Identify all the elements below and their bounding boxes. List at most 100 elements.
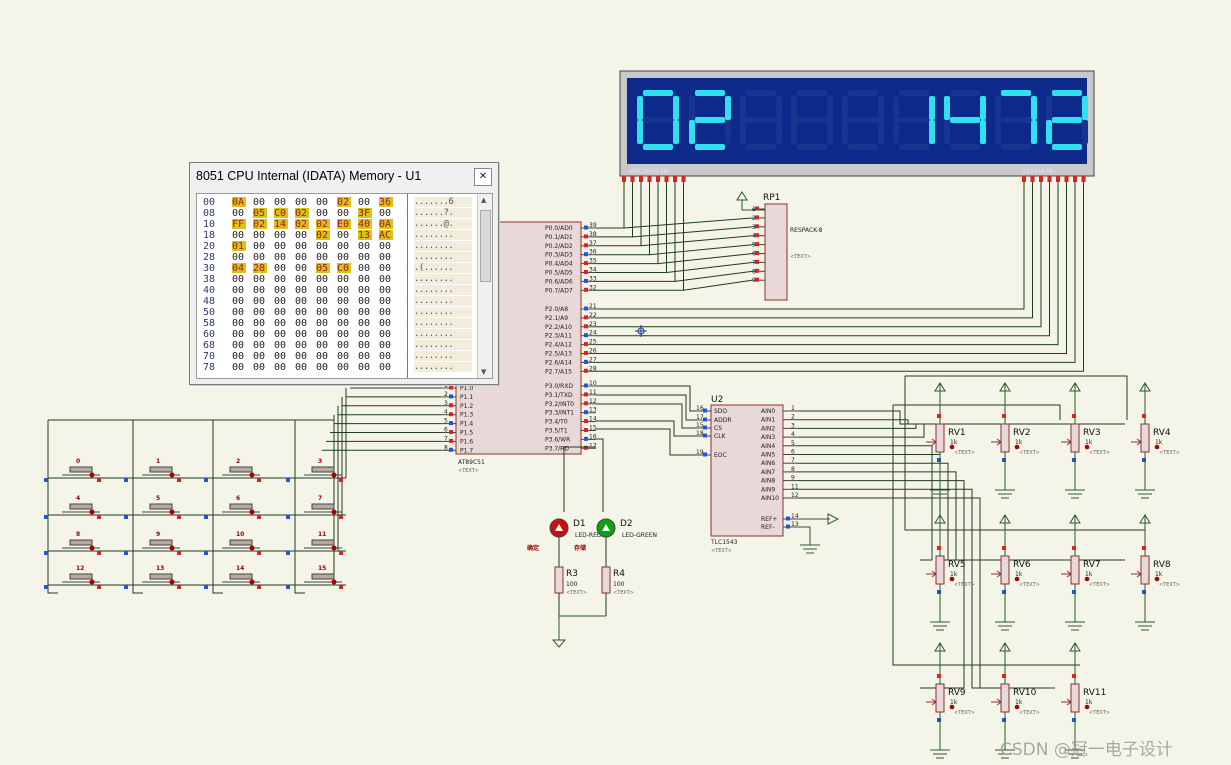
memory-byte[interactable]: 00 [337,230,350,241]
memory-byte[interactable]: 00 [295,252,308,263]
memory-byte[interactable]: 00 [274,285,287,296]
memory-byte[interactable]: 00 [274,230,287,241]
memory-byte[interactable]: 00 [295,197,308,208]
memory-byte[interactable]: 0A [379,219,393,230]
memory-byte[interactable]: 00 [295,307,308,318]
memory-byte[interactable]: 00 [253,296,266,307]
memory-byte[interactable]: 02 [295,208,309,219]
memory-byte[interactable]: C0 [337,263,351,274]
memory-byte[interactable]: 00 [358,197,371,208]
memory-byte[interactable]: 00 [232,307,245,318]
memory-byte[interactable]: AC [379,230,393,241]
memory-byte[interactable]: 02 [295,219,309,230]
memory-byte[interactable]: 00 [232,285,245,296]
scroll-thumb[interactable] [480,210,491,282]
memory-byte[interactable]: 28 [253,263,267,274]
memory-byte[interactable]: 00 [295,351,308,362]
keypad-button[interactable]: 1 [124,458,181,482]
memory-byte[interactable]: 02 [337,197,351,208]
memory-byte[interactable]: 00 [253,274,266,285]
memory-byte[interactable]: 00 [379,296,392,307]
memory-byte[interactable]: FF [232,219,246,230]
close-button[interactable]: ✕ [474,168,492,186]
memory-byte[interactable]: 00 [253,307,266,318]
memory-byte[interactable]: 00 [295,318,308,329]
keypad-button[interactable]: 4 [44,495,101,519]
memory-byte[interactable]: 00 [379,329,392,340]
memory-byte[interactable]: 00 [379,263,392,274]
memory-byte[interactable]: 00 [379,208,392,219]
scroll-down-icon[interactable]: ▼ [481,368,487,376]
memory-byte[interactable]: 00 [232,208,245,219]
keypad-button[interactable]: 9 [124,531,181,555]
memory-byte[interactable]: 00 [232,230,245,241]
memory-byte[interactable]: 00 [379,351,392,362]
memory-byte[interactable]: 00 [253,285,266,296]
memory-byte[interactable]: 00 [337,362,350,373]
memory-byte[interactable]: 02 [316,230,330,241]
memory-byte[interactable]: 00 [316,274,329,285]
memory-byte[interactable]: 00 [379,340,392,351]
keypad-button[interactable]: 8 [44,531,101,555]
memory-byte[interactable]: 00 [295,241,308,252]
memory-byte[interactable]: 00 [316,329,329,340]
memory-byte[interactable]: 00 [232,351,245,362]
memory-byte[interactable]: 00 [295,296,308,307]
memory-byte[interactable]: 00 [295,329,308,340]
memory-byte[interactable]: 00 [253,318,266,329]
memory-byte[interactable]: 00 [253,340,266,351]
memory-byte[interactable]: 00 [253,197,266,208]
memory-byte[interactable]: 00 [253,230,266,241]
memory-byte[interactable]: 00 [379,307,392,318]
memory-byte[interactable]: 00 [337,274,350,285]
memory-byte[interactable]: 00 [295,340,308,351]
memory-window[interactable]: 8051 CPU Internal (IDATA) Memory - U1 ✕ … [189,162,499,385]
memory-byte[interactable]: 00 [358,340,371,351]
memory-byte[interactable]: 00 [232,362,245,373]
memory-byte[interactable]: 00 [358,351,371,362]
keypad-button[interactable]: 11 [286,531,343,555]
memory-byte[interactable]: 00 [379,362,392,373]
memory-byte[interactable]: 00 [337,241,350,252]
keypad-button[interactable]: 6 [204,495,261,519]
memory-byte[interactable]: 00 [232,252,245,263]
memory-byte[interactable]: 00 [274,241,287,252]
memory-byte[interactable]: 00 [337,329,350,340]
keypad-button[interactable]: 12 [44,565,101,589]
memory-byte[interactable]: 00 [295,285,308,296]
memory-byte[interactable]: 00 [316,362,329,373]
memory-byte[interactable]: 00 [253,362,266,373]
memory-byte[interactable]: 00 [295,362,308,373]
memory-byte[interactable]: 00 [232,318,245,329]
memory-byte[interactable]: 00 [274,351,287,362]
potentiometer-grid[interactable]: RV11k<TEXT>RV21k<TEXT>RV31k<TEXT>RV41k<T… [926,382,1180,759]
keypad-button[interactable]: 0 [44,458,101,482]
memory-byte[interactable]: 00 [379,274,392,285]
memory-byte[interactable]: 00 [274,318,287,329]
memory-byte[interactable]: 02 [253,219,267,230]
memory-byte[interactable]: 00 [253,351,266,362]
memory-byte[interactable]: 00 [232,274,245,285]
memory-byte[interactable]: 00 [274,197,287,208]
memory-byte[interactable]: 00 [358,241,371,252]
memory-byte[interactable]: 02 [316,219,330,230]
memory-byte[interactable]: 00 [337,351,350,362]
memory-byte[interactable]: 00 [274,307,287,318]
vertical-scrollbar[interactable]: ▲ ▼ [477,194,492,378]
adc-tlc1543[interactable]: U2 TLC1543 <TEXT> SDO16ADDR17CS15CLK18EO… [695,395,840,554]
memory-byte[interactable]: 00 [274,340,287,351]
memory-byte[interactable]: 00 [337,318,350,329]
memory-byte[interactable]: 00 [316,285,329,296]
